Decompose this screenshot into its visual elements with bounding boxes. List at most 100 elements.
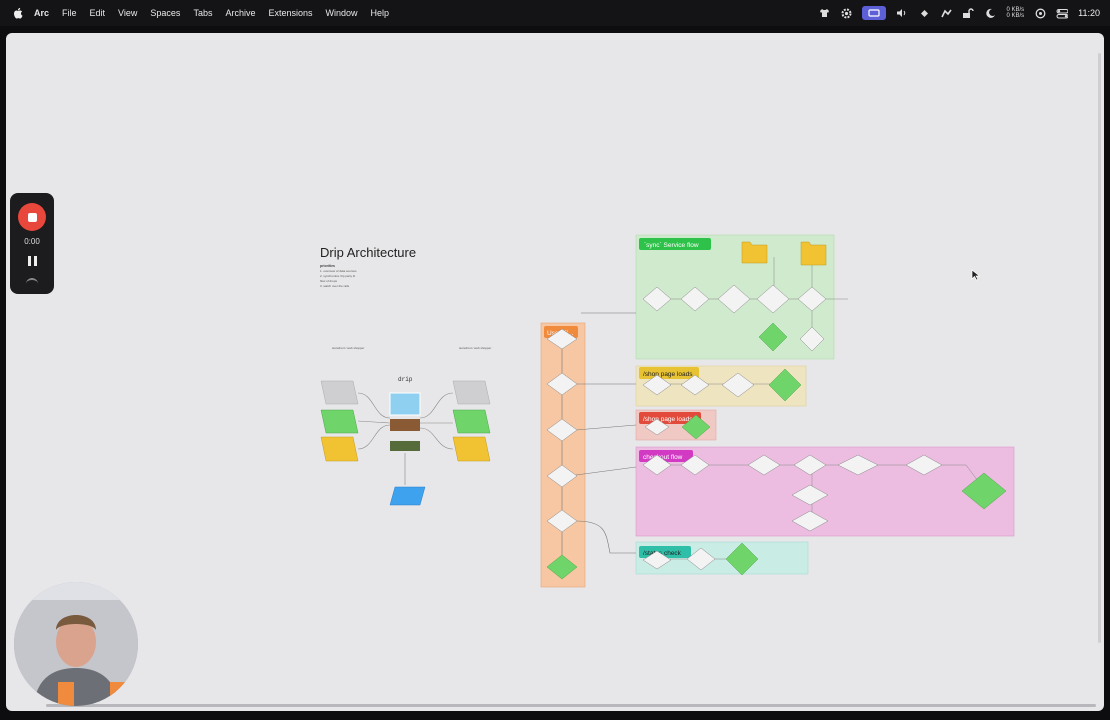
flow-node (686, 547, 716, 571)
flow-node (791, 484, 829, 506)
app-name[interactable]: Arc (34, 8, 50, 18)
flow-node (721, 372, 755, 398)
flow-node (642, 374, 672, 396)
flow-node (793, 454, 827, 476)
flow-node (546, 464, 578, 488)
notes-heading: priorities (320, 264, 335, 268)
transfer-icon[interactable] (918, 7, 930, 19)
whiteboard-canvas[interactable]: Drip Architecture priorities 1. overview… (6, 33, 1104, 711)
sync-flow-nodes (642, 241, 827, 352)
wifi-icon[interactable] (1034, 7, 1046, 19)
right-caption: storefront / web shopper (459, 346, 491, 350)
note-line-3: flow of drops (320, 279, 338, 283)
flow-node (546, 372, 578, 396)
menu-spaces[interactable]: Spaces (150, 8, 181, 18)
right-green-shape (452, 409, 491, 434)
flow-node (799, 326, 825, 352)
pause-button[interactable] (25, 256, 39, 268)
left-caption: storefront / web shopper (332, 346, 364, 350)
shop-label-2: /shop page loads (643, 416, 693, 423)
checkout-label: checkout flow (643, 454, 683, 461)
note-line-2: 2. synchronize 3rp party til (320, 274, 355, 278)
flow-node (797, 286, 827, 312)
folder-icon (741, 241, 768, 264)
pause-icon (33, 256, 37, 266)
left-yellow-shape (320, 436, 359, 462)
volume-icon[interactable] (896, 7, 908, 19)
left-gray-shape (320, 380, 359, 405)
flow-end-node (961, 472, 1007, 510)
screen-share-icon[interactable] (862, 6, 887, 20)
screen-recorder-widget: 0:00 (10, 193, 54, 294)
architecture-diagram[interactable]: storefront / web shopper storefront / we… (320, 346, 491, 506)
flow-end-node (546, 554, 578, 580)
shirt-icon[interactable] (818, 7, 830, 19)
board-title: Drip Architecture (320, 245, 416, 260)
flow-node (680, 286, 710, 312)
folder-icon (800, 241, 827, 266)
user-flow-column[interactable] (540, 322, 586, 588)
net-down: 0 KB/s (1006, 13, 1025, 19)
shop-label-1: /shop page loads (643, 371, 693, 378)
map-thumbnail (389, 392, 421, 416)
flow-node (642, 454, 672, 476)
lock-icon[interactable] (962, 7, 975, 19)
clock: 11:20 (1078, 8, 1100, 18)
undo-icon[interactable] (26, 278, 38, 284)
status-flow-nodes (642, 542, 759, 576)
flow-node (680, 374, 710, 396)
net-up: 0 KB/s (1006, 7, 1025, 13)
flow-node (837, 454, 879, 476)
flow-end-node (681, 414, 711, 440)
flow-node (642, 286, 672, 312)
apple-icon[interactable] (11, 6, 25, 20)
menu-window[interactable]: Window (325, 8, 358, 18)
flow-node (680, 454, 710, 476)
menu-tabs[interactable]: Tabs (193, 8, 213, 18)
menu-edit[interactable]: Edit (89, 8, 106, 18)
flow-node (546, 328, 578, 350)
menu-file[interactable]: File (62, 8, 77, 18)
palette-icon[interactable] (940, 7, 952, 19)
note-line-1: 1. overview of data sources (320, 269, 357, 273)
store-thumbnail (390, 441, 420, 451)
flow-node (791, 510, 829, 532)
recording-timer: 0:00 (24, 237, 40, 246)
note-line-4: 3. watch over the rails (320, 284, 350, 288)
menu-view[interactable]: View (118, 8, 138, 18)
flow-node (747, 454, 781, 476)
webcam-bubble[interactable] (14, 582, 138, 706)
horizontal-scrollbar[interactable] (46, 704, 1096, 707)
menu-bar: Arc File Edit View Spaces Tabs Archive E… (0, 0, 1110, 26)
checkout-flow-nodes (642, 454, 1007, 532)
pause-icon (27, 256, 31, 266)
flow-node (642, 550, 672, 570)
right-gray-shape (452, 380, 491, 405)
flow-node (756, 284, 790, 314)
vertical-scrollbar[interactable] (1098, 53, 1101, 643)
presenter-avatar (14, 582, 138, 706)
gear-icon[interactable] (840, 7, 852, 19)
drip-center-label: drip (398, 376, 413, 383)
moon-icon[interactable] (984, 7, 996, 19)
menu-help[interactable]: Help (370, 8, 390, 18)
menu-archive[interactable]: Archive (225, 8, 256, 18)
control-center-icon[interactable] (1056, 7, 1069, 19)
mouse-cursor-icon (971, 269, 981, 281)
flow-end-node (758, 322, 788, 352)
right-yellow-shape (452, 436, 491, 462)
stop-recording-button[interactable] (18, 203, 46, 231)
photo-thumbnail (390, 419, 420, 431)
left-green-shape (320, 409, 359, 434)
shop-tag-1 (639, 367, 699, 379)
menu-extensions[interactable]: Extensions (268, 8, 313, 18)
sync-label: `sync` Service flow (644, 242, 699, 249)
sync-tag (639, 238, 711, 250)
flow-node (546, 418, 578, 442)
blue-output-shape (389, 486, 426, 506)
flow-end-node (725, 542, 759, 576)
flow-node (717, 284, 751, 314)
flow-node (644, 418, 670, 436)
